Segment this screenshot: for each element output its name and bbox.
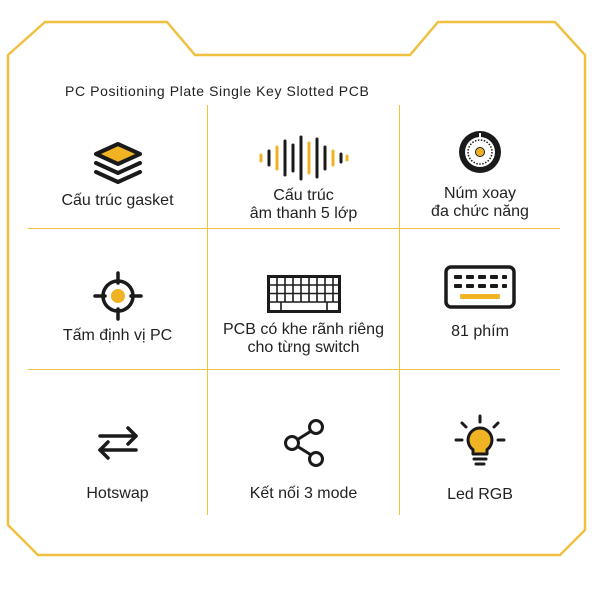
feature-hotswap: Hotswap bbox=[28, 370, 207, 515]
grid-divider bbox=[28, 369, 560, 370]
feature-sound: Cấu trúc âm thanh 5 lớp bbox=[208, 105, 399, 228]
feature-label-line1: Kết nối 3 mode bbox=[249, 485, 358, 502]
grid-divider bbox=[28, 228, 560, 229]
knob-icon bbox=[459, 131, 501, 173]
feature-label-line2: đa chức năng bbox=[431, 203, 529, 220]
feature-label-line1: Núm xoay bbox=[443, 185, 517, 202]
page-title: PC Positioning Plate Single Key Slotted … bbox=[65, 83, 370, 99]
layers-icon bbox=[93, 142, 142, 184]
grid-divider bbox=[399, 105, 400, 515]
keyboard-icon bbox=[444, 265, 516, 309]
grid-divider bbox=[207, 105, 208, 515]
feature-label-line1: Led RGB bbox=[447, 486, 513, 503]
feature-label-line2: âm thanh 5 lớp bbox=[249, 205, 358, 222]
feature-label-line1: 81 phím bbox=[451, 323, 509, 340]
feature-label-line2: cho từng switch bbox=[247, 339, 360, 356]
feature-grid: Cấu trúc gasket Cấu trúc âm thanh 5 lớp bbox=[28, 105, 560, 515]
crosshair-icon bbox=[92, 271, 143, 321]
swap-arrows-icon bbox=[97, 426, 138, 460]
feature-gasket: Cấu trúc gasket bbox=[28, 105, 207, 228]
feature-pcb: PCB có khe rãnh riêng cho từng switch bbox=[208, 229, 399, 369]
feature-label-line1: Hotswap bbox=[86, 485, 149, 502]
share-icon bbox=[283, 419, 324, 467]
feature-pc-plate: Tấm định vị PC bbox=[28, 229, 207, 369]
feature-3-mode: Kết nối 3 mode bbox=[208, 370, 399, 515]
feature-led-rgb: Led RGB bbox=[400, 370, 560, 515]
lightbulb-icon bbox=[454, 414, 506, 466]
feature-knob: Núm xoay đa chức năng bbox=[400, 105, 560, 228]
sound-wave-icon bbox=[259, 135, 348, 181]
feature-label-line1: Cấu trúc bbox=[273, 187, 334, 204]
pcb-keyboard-icon bbox=[266, 275, 341, 313]
feature-label-line1: PCB có khe rãnh riêng bbox=[223, 321, 384, 338]
feature-81-keys: 81 phím bbox=[400, 229, 560, 369]
feature-label-line1: Tấm định vị PC bbox=[62, 327, 173, 344]
feature-label-line1: Cấu trúc gasket bbox=[61, 192, 174, 209]
